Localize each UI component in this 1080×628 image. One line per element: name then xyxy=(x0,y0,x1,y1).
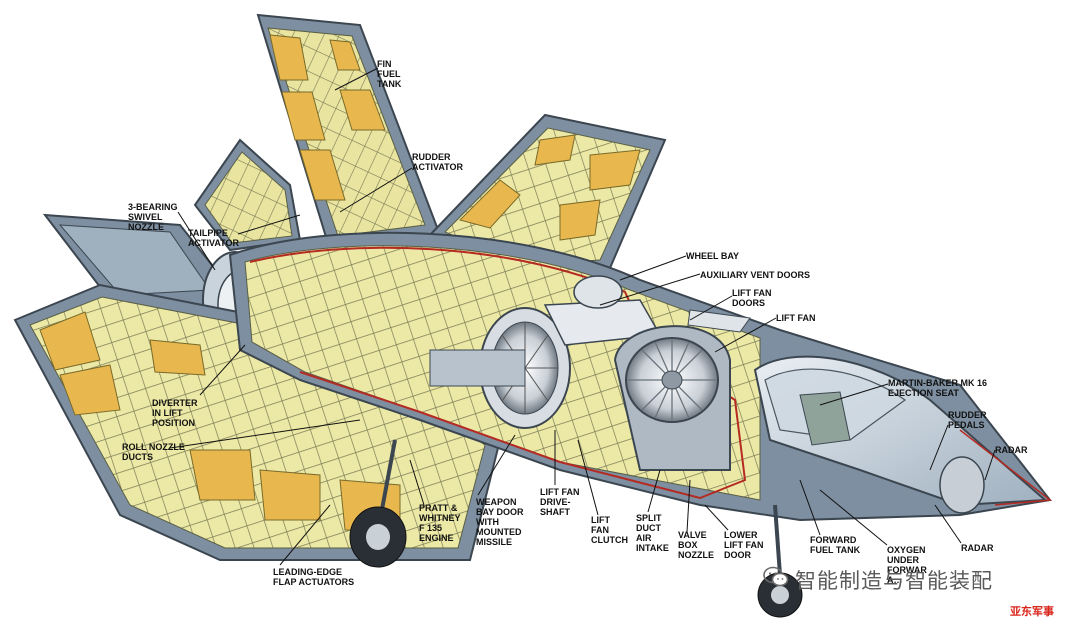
lift-fan-doors xyxy=(543,275,751,346)
vertical-fin xyxy=(256,13,442,252)
label-forward-fuel-tank: FORWARD FUEL TANK xyxy=(810,535,861,555)
label-split-duct-air-intake: SPLIT DUCT AIR INTAKE xyxy=(636,513,669,553)
label-weapon-bay-door: WEAPON BAY DOOR WITH MOUNTED MISSILE xyxy=(476,497,524,547)
label-engine: PRATT & WHITNEY F 135 ENGINE xyxy=(419,503,461,543)
label-diverter: DIVERTER IN LIFT POSITION xyxy=(152,398,198,428)
label-leading-edge-flap-actuators: LEADING-EDGE FLAP ACTUATORS xyxy=(273,567,355,587)
right-wing xyxy=(428,113,667,277)
label-rudder-activator: RUDDER ACTIVATOR xyxy=(412,152,463,172)
label-roll-nozzle-ducts: ROLL NOZZLE DUCTS xyxy=(122,442,185,462)
leader-lines xyxy=(169,67,996,566)
wechat-icon xyxy=(763,566,789,587)
label-lift-fan-clutch: LIFT FAN CLUTCH xyxy=(591,515,628,545)
label-rudder-pedals: RUDDER PEDALS xyxy=(948,410,987,430)
label-oxygen-under-forward: OXYGEN UNDER FORWAR A… xyxy=(887,545,927,585)
label-tailpipe-activator: TAILPIPE ACTIVATOR xyxy=(188,228,239,248)
label-lift-fan-doors: LIFT FAN DOORS xyxy=(732,288,772,308)
label-valve-box-nozzle: VALVE BOX NOZZLE xyxy=(678,530,714,560)
lift-fan xyxy=(613,325,731,471)
label-radar-top: RADAR xyxy=(995,445,1028,455)
engine xyxy=(429,307,571,429)
label-radar-bottom: RADAR xyxy=(961,543,994,553)
label-lower-lift-fan-door: LOWER LIFT FAN DOOR xyxy=(724,530,764,560)
nose-landing-gear xyxy=(757,504,803,618)
label-auxiliary-vent-doors: AUXILIARY VENT DOORS xyxy=(700,270,811,280)
label-lift-fan-drive-shaft: LIFT FAN DRIVE- SHAFT xyxy=(540,487,580,517)
left-wing xyxy=(13,283,502,561)
main-landing-gear xyxy=(349,439,407,568)
site-logo: 亚东军事 xyxy=(1010,605,1054,618)
label-fin-fuel-tank: FIN FUEL TANK xyxy=(377,59,402,89)
label-ejection-seat: MARTIN-BAKER MK 16 EJECTION SEAT xyxy=(888,378,987,398)
label-lift-fan: LIFT FAN xyxy=(776,313,816,323)
cockpit xyxy=(753,355,1052,514)
watermark-text: 智能制造与智能装配 xyxy=(795,569,993,593)
left-stabilizer-upper xyxy=(193,138,302,252)
label-3-bearing-swivel-nozzle: 3-BEARING SWIVEL NOZZLE xyxy=(128,202,178,232)
label-wheel-bay: WHEEL BAY xyxy=(686,251,740,261)
